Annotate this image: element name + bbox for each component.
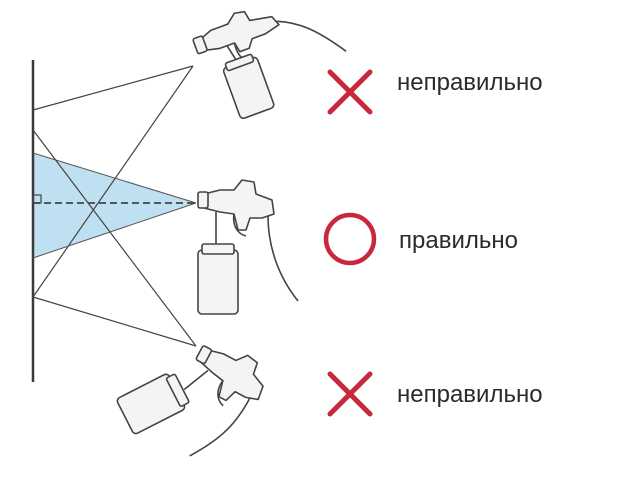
spray-gun-icon <box>116 345 264 457</box>
middle-gun-spray-lines <box>32 152 197 259</box>
circle-mark-icon <box>323 212 377 266</box>
spray-gun-icon <box>192 10 347 120</box>
top-gun-spray-lines <box>32 65 194 298</box>
bottom-gun-spray-lines <box>32 129 197 347</box>
verdict-label-middle: правильно <box>399 227 518 254</box>
verdict-label-top: неправильно <box>397 69 543 96</box>
verdict-label-bottom: неправильно <box>397 381 543 408</box>
cross-mark-icon <box>327 371 373 417</box>
right-angle-marker <box>32 194 42 204</box>
spray-gun-icon <box>197 179 299 315</box>
cross-mark-icon <box>327 69 373 115</box>
correct-spray-cone <box>33 153 196 258</box>
